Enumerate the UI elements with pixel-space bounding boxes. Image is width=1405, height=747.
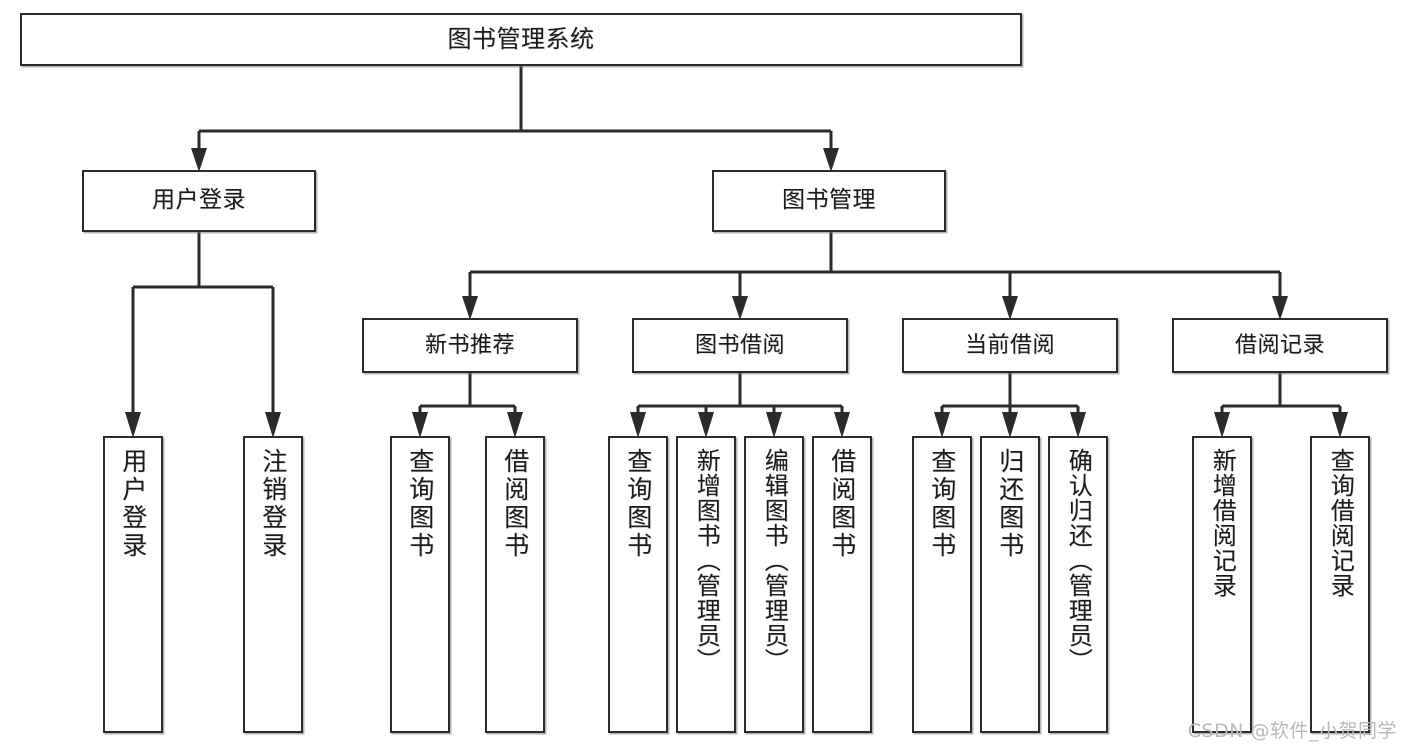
node-label: 新增借阅记录 <box>1208 448 1237 598</box>
node-label: 图书管理系统 <box>447 25 595 54</box>
arrowheads <box>125 148 1348 438</box>
node-label: 借阅记录 <box>1234 332 1325 358</box>
leaf-borrow-borrow-books[interactable]: 借阅图书 <box>812 436 872 733</box>
node-label: 确认归还（管理员） <box>1064 448 1093 673</box>
node-new-book-recommendation[interactable]: 新书推荐 <box>362 318 578 373</box>
leaf-current-confirm-return-admin[interactable]: 确认归还（管理员） <box>1048 436 1108 733</box>
node-label: 查询图书 <box>623 448 653 560</box>
node-label: 查询图书 <box>405 448 435 560</box>
node-label: 查询图书 <box>927 448 957 560</box>
leaf-borrow-add-book-admin[interactable]: 新增图书（管理员） <box>676 436 736 733</box>
node-label: 用户登录 <box>152 187 246 214</box>
node-label: 借阅图书 <box>827 448 857 560</box>
node-borrow-records[interactable]: 借阅记录 <box>1172 318 1388 373</box>
node-label: 编辑图书（管理员） <box>760 448 789 673</box>
leaf-record-add-borrow-record[interactable]: 新增借阅记录 <box>1192 436 1252 733</box>
node-label: 新增图书（管理员） <box>692 448 721 673</box>
node-label: 用户登录 <box>118 448 148 560</box>
node-label: 新书推荐 <box>424 332 515 358</box>
leaf-record-query-borrow-record[interactable]: 查询借阅记录 <box>1310 436 1370 733</box>
node-label: 借阅图书 <box>500 448 530 560</box>
leaf-borrow-edit-book-admin[interactable]: 编辑图书（管理员） <box>744 436 804 733</box>
leaf-current-return-books[interactable]: 归还图书 <box>980 436 1040 733</box>
node-label: 归还图书 <box>995 448 1025 560</box>
node-label: 查询借阅记录 <box>1326 448 1355 598</box>
leaf-borrow-query-books[interactable]: 查询图书 <box>608 436 668 733</box>
leaf-user-login-logout[interactable]: 注销登录 <box>243 436 303 733</box>
leaf-new-book-borrow-books[interactable]: 借阅图书 <box>485 436 545 733</box>
node-label: 当前借阅 <box>964 332 1055 358</box>
node-book-management[interactable]: 图书管理 <box>712 170 946 232</box>
node-root-book-management-system[interactable]: 图书管理系统 <box>20 13 1022 66</box>
leaf-current-query-books[interactable]: 查询图书 <box>912 436 972 733</box>
node-label: 注销登录 <box>258 448 288 560</box>
node-current-borrowing[interactable]: 当前借阅 <box>902 318 1118 373</box>
node-book-borrowing[interactable]: 图书借阅 <box>632 318 848 373</box>
leaf-user-login-login[interactable]: 用户登录 <box>103 436 163 733</box>
node-user-login[interactable]: 用户登录 <box>82 170 316 232</box>
node-label: 图书管理 <box>782 187 876 214</box>
leaf-new-book-query-books[interactable]: 查询图书 <box>390 436 450 733</box>
node-label: 图书借阅 <box>694 332 785 358</box>
